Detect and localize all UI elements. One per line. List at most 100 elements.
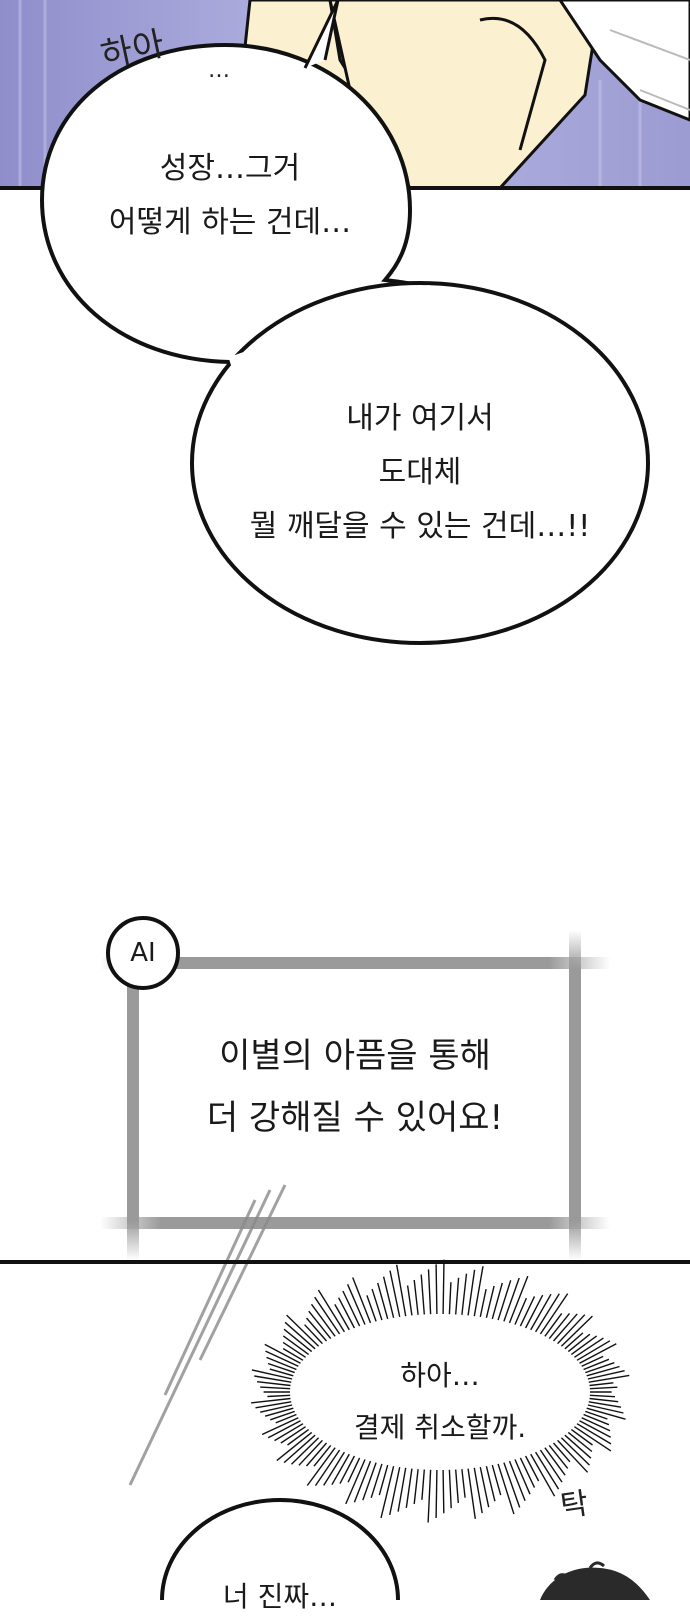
burst-line bbox=[291, 1437, 320, 1465]
burst-line bbox=[266, 1356, 297, 1371]
burst-line bbox=[337, 1297, 356, 1329]
burst-line bbox=[581, 1417, 611, 1432]
burst-line bbox=[589, 1394, 616, 1398]
burst-line bbox=[485, 1466, 496, 1502]
bubble-2-text: 내가 여기서 도대체 뭘 깨달을 수 있는 건데…!! bbox=[215, 392, 625, 554]
ai-badge-label: AI bbox=[130, 938, 156, 968]
burst-line bbox=[251, 1397, 291, 1404]
burst-line bbox=[284, 1321, 316, 1350]
burst-line bbox=[544, 1312, 563, 1337]
burst-line bbox=[264, 1407, 294, 1417]
burst-line bbox=[314, 1296, 341, 1335]
burst-line bbox=[570, 1429, 593, 1446]
burst-line bbox=[519, 1296, 536, 1327]
burst-line-2: 결제 취소할까. bbox=[353, 1411, 527, 1444]
burst-line bbox=[479, 1288, 487, 1318]
burst-line bbox=[298, 1439, 323, 1466]
burst-line bbox=[366, 1295, 377, 1322]
burst-line bbox=[574, 1337, 604, 1358]
burst-line bbox=[508, 1275, 529, 1324]
burst-line bbox=[286, 1314, 320, 1347]
ai-box-frame bbox=[100, 930, 610, 1260]
burst-line bbox=[255, 1401, 292, 1409]
burst-line bbox=[557, 1314, 586, 1345]
sfx-tap: 탁 bbox=[558, 1486, 591, 1525]
burst-line bbox=[448, 1282, 452, 1315]
burst-line bbox=[334, 1304, 350, 1331]
burst-line bbox=[339, 1455, 356, 1484]
burst-line bbox=[589, 1386, 618, 1390]
burst-line bbox=[503, 1277, 520, 1322]
burst-line bbox=[256, 1381, 291, 1387]
speech-bubble-2 bbox=[190, 281, 650, 645]
burst-line bbox=[260, 1386, 291, 1390]
burst-line bbox=[519, 1457, 536, 1488]
burst-line bbox=[313, 1444, 332, 1467]
burst-line bbox=[586, 1407, 626, 1420]
burst-line bbox=[265, 1350, 299, 1367]
burst-line bbox=[491, 1282, 503, 1320]
speed-lines bbox=[128, 1184, 287, 1486]
burst-line bbox=[331, 1453, 350, 1486]
burst-line bbox=[435, 1264, 438, 1315]
burst-line bbox=[524, 1455, 540, 1482]
burst-line bbox=[442, 1469, 445, 1514]
burst-line bbox=[282, 1341, 306, 1358]
burst-line bbox=[413, 1279, 419, 1315]
burst-line bbox=[427, 1469, 432, 1523]
burst-line bbox=[345, 1459, 366, 1505]
burst-line bbox=[587, 1370, 625, 1380]
burst-line bbox=[448, 1469, 452, 1509]
burst-line bbox=[564, 1332, 584, 1350]
burst-line bbox=[264, 1343, 301, 1364]
burst-bubble bbox=[251, 1259, 630, 1523]
burst-line bbox=[587, 1404, 624, 1414]
burst-line bbox=[260, 1404, 293, 1413]
burst-line bbox=[535, 1293, 560, 1333]
burst-line bbox=[548, 1444, 569, 1469]
ai-box-text: 이별의 아픔을 통해 더 강해질 수 있어요! bbox=[145, 1025, 565, 1149]
burst-line bbox=[467, 1468, 476, 1519]
burst-line bbox=[370, 1463, 383, 1499]
burst-line bbox=[557, 1439, 589, 1473]
burst-line bbox=[308, 1310, 332, 1340]
burst-line bbox=[261, 1417, 299, 1436]
burst-line bbox=[267, 1362, 295, 1374]
burst-line bbox=[552, 1313, 578, 1342]
burst-line bbox=[583, 1413, 610, 1426]
burst-line bbox=[579, 1343, 617, 1364]
ai-badge bbox=[106, 916, 180, 990]
burst-line bbox=[413, 1469, 419, 1505]
bubble-2-line-3: 뭘 깨달을 수 있는 건데…!! bbox=[249, 509, 591, 544]
burst-line bbox=[287, 1429, 310, 1446]
bubble-1-line-2: 어떻게 하는 건데… bbox=[108, 205, 352, 240]
speech-bubble-3 bbox=[160, 1498, 400, 1600]
burst-line bbox=[576, 1340, 611, 1361]
sfx-dots: … bbox=[208, 58, 230, 83]
burst-line bbox=[346, 1284, 366, 1325]
burst-line bbox=[352, 1277, 372, 1324]
ai-box-line-2: 더 강해질 수 있어요! bbox=[206, 1098, 504, 1138]
burst-line bbox=[342, 1290, 361, 1327]
burst-line bbox=[586, 1365, 620, 1377]
burst-line bbox=[497, 1463, 515, 1515]
burst-line bbox=[378, 1464, 389, 1496]
burst-line bbox=[362, 1462, 377, 1501]
burst-line bbox=[254, 1375, 292, 1383]
burst-line bbox=[524, 1294, 544, 1329]
burst-line bbox=[570, 1335, 598, 1355]
burst-line bbox=[579, 1420, 612, 1438]
burst-line bbox=[539, 1449, 563, 1483]
burst-line bbox=[544, 1447, 566, 1476]
burst-line bbox=[353, 1460, 372, 1503]
burst-line bbox=[514, 1459, 531, 1495]
bubble-1-text: 성장…그거 어떻게 하는 건데… bbox=[60, 142, 400, 250]
burst-line bbox=[455, 1277, 460, 1315]
burst-line bbox=[461, 1469, 466, 1498]
burst-line bbox=[276, 1431, 313, 1462]
burst-line bbox=[274, 1423, 304, 1442]
burst-line bbox=[405, 1468, 413, 1508]
burst-line bbox=[589, 1382, 614, 1387]
burst-line bbox=[473, 1467, 483, 1514]
